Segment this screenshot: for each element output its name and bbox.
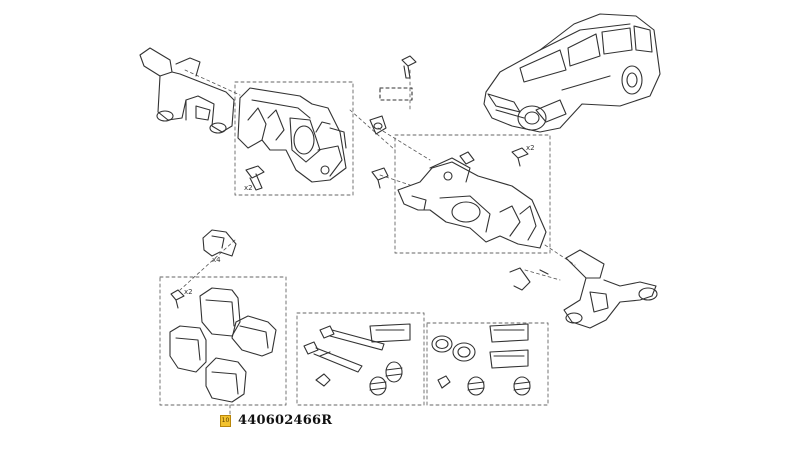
part-number-label[interactable]: 440602466R: [238, 413, 333, 428]
guide-pin-kit-box: [296, 312, 425, 406]
right-bolt-qty: x2: [526, 144, 535, 152]
group-boxes: [159, 81, 551, 406]
right-caliper-bolt: x2: [511, 144, 535, 167]
clip-set: x4: [202, 229, 237, 264]
clip-qty: x4: [212, 256, 221, 264]
brake-pad-set: x2: [169, 287, 277, 403]
right-caliper-box: [394, 134, 551, 254]
guide-pin-kit: [303, 323, 411, 396]
pad-bolt-qty: x2: [184, 288, 193, 296]
car-thumbnail: [483, 13, 661, 133]
left-caliper-box: [234, 81, 354, 196]
left-caliper: [237, 87, 347, 183]
left-bolt-qty: x2: [244, 184, 253, 192]
seal-kit: [431, 323, 531, 396]
right-caliper-bracket: [509, 249, 658, 329]
top-bolt: [369, 55, 417, 189]
callout-badge[interactable]: 10: [220, 415, 231, 427]
left-caliper-bolt: x2: [244, 165, 265, 192]
left-caliper-bracket: [139, 47, 235, 134]
seal-kit-box: [426, 322, 549, 406]
leader-lines: [179, 69, 576, 416]
right-caliper: [397, 151, 547, 249]
pad-set-box: [159, 276, 287, 406]
